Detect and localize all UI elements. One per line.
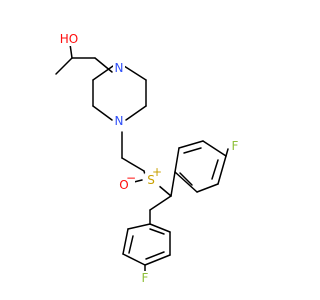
sulfoxide-oxygen-charge-label: − [126,171,136,185]
bond [174,147,180,173]
bond [55,57,73,75]
bond [170,171,176,197]
bond [225,148,229,157]
bond [94,57,113,73]
sulfoxide-sulfur-label: S [147,173,155,187]
amine-top-label: N [115,61,124,75]
bond [174,171,198,193]
bond [128,235,134,254]
bond [127,223,151,230]
bond [122,228,129,255]
fluorine-lower-ring-label: F [142,271,149,285]
bond [178,140,204,149]
bond [202,140,227,157]
sulfoxide-charge-label: + [152,165,162,179]
bond [125,105,147,121]
bond [145,251,165,260]
bond [149,195,172,211]
sulfoxide-oxygen-label: O [119,178,128,192]
bond [92,105,113,121]
bond [179,172,193,186]
bond [121,157,145,172]
bond [69,43,73,59]
bond [144,254,171,266]
bond [196,183,219,193]
bond-lines [55,43,229,273]
bond [149,223,171,233]
bond [122,253,146,266]
molecule-structure: HO N N S + O − F F [55,32,241,285]
bond [183,147,202,154]
bond [211,159,219,180]
hydroxyl-label: HO [60,32,78,46]
bond [123,65,147,81]
fluorine-upper-ring-label: F [232,139,239,153]
bond [149,228,165,235]
bond [217,155,227,185]
amine-bottom-label: N [115,114,124,128]
atom-labels: HO N N S + O − F F [58,32,241,285]
bond [92,65,114,81]
bond [157,184,172,197]
